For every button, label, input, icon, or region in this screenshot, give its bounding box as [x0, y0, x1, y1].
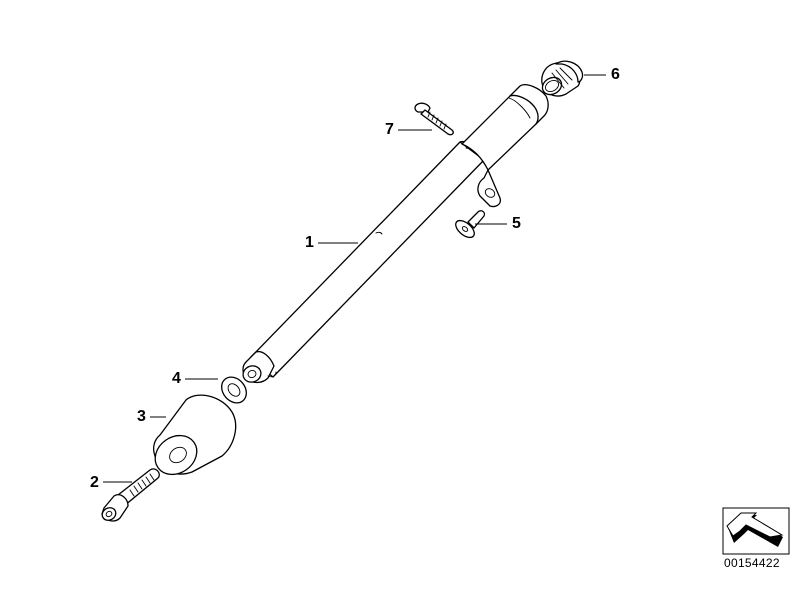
callout-6[interactable]: 6	[611, 66, 620, 83]
part-6-end-cap[interactable]	[539, 60, 584, 98]
callout-4[interactable]: 4	[172, 370, 181, 387]
catalog-logo	[722, 507, 790, 555]
callout-3[interactable]: 3	[137, 408, 146, 425]
callout-5[interactable]: 5	[512, 215, 521, 232]
part-1-tube[interactable]	[241, 84, 549, 385]
part-7-screw[interactable]	[414, 102, 454, 136]
callout-1[interactable]: 1	[305, 234, 314, 251]
part-3-buffer[interactable]	[148, 394, 237, 482]
callout-2[interactable]: 2	[90, 474, 99, 491]
part-5-flat-head-pin[interactable]	[453, 210, 486, 241]
part-2-cap-screw[interactable]	[100, 468, 160, 523]
leader-lines	[103, 74, 606, 483]
callout-7[interactable]: 7	[385, 121, 394, 138]
part-4-washer[interactable]	[217, 372, 252, 408]
catalog-number: 00154422	[724, 556, 780, 570]
